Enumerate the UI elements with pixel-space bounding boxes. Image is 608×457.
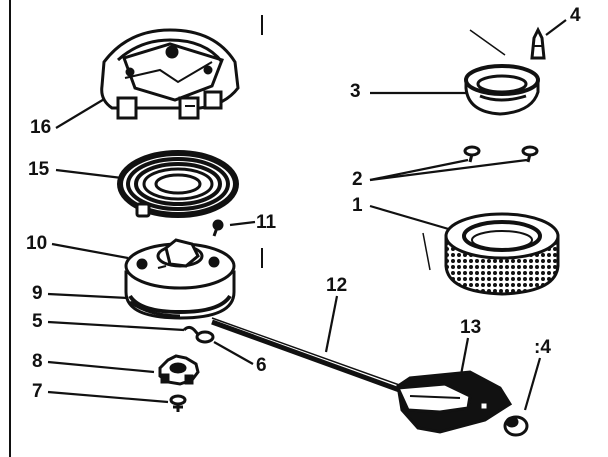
part-16-housing [100, 28, 240, 120]
leader-lines [47, 19, 567, 411]
callout-11: 11 [256, 212, 277, 233]
scan-artifacts [9, 0, 506, 457]
leader-1 [369, 204, 453, 232]
callout-8: 8 [32, 351, 43, 372]
part-12-rope [211, 317, 406, 395]
callout-1: 1 [352, 195, 363, 216]
part-4-pin [530, 26, 546, 60]
callout-14b: :4 [534, 337, 551, 358]
callout-15: 15 [28, 159, 50, 180]
part-13-handle [395, 370, 513, 434]
callout-16: 16 [30, 117, 52, 138]
callout-13: 13 [460, 317, 482, 338]
leader-2b [369, 158, 528, 182]
leader-16 [55, 97, 107, 129]
leader-9 [47, 292, 129, 300]
part-2-screws [463, 145, 539, 163]
part-7-screw [169, 394, 187, 412]
callout-9: 9 [32, 283, 43, 304]
leader-14b [523, 357, 542, 411]
leader-11 [229, 220, 256, 227]
part-11-screw [212, 219, 224, 237]
leader-5 [47, 320, 185, 332]
callout-10: 10 [26, 233, 48, 254]
part-8-pawl [158, 354, 200, 386]
leader-2a [369, 158, 469, 182]
leader-6 [213, 341, 254, 365]
leader-4 [545, 19, 567, 36]
part-15-spring [117, 150, 239, 218]
leader-7 [47, 390, 169, 404]
leader-10 [51, 242, 129, 260]
callout-3: 3 [350, 81, 361, 102]
part-3-retainer [464, 64, 540, 116]
callout-6: 6 [256, 355, 267, 376]
callout-2: 2 [352, 169, 363, 190]
part-10-9-pulley [124, 238, 236, 320]
callout-7: 7 [32, 381, 43, 402]
part-1-knurled-ring [444, 212, 560, 296]
leader-15 [55, 168, 123, 180]
part-14b-cap [503, 415, 529, 437]
leader-12 [324, 295, 339, 353]
callout-4: 4 [570, 5, 581, 26]
callout-12: 12 [326, 275, 348, 296]
callout-5: 5 [32, 311, 43, 332]
leader-8 [47, 360, 155, 374]
part-6-washer [195, 330, 215, 344]
